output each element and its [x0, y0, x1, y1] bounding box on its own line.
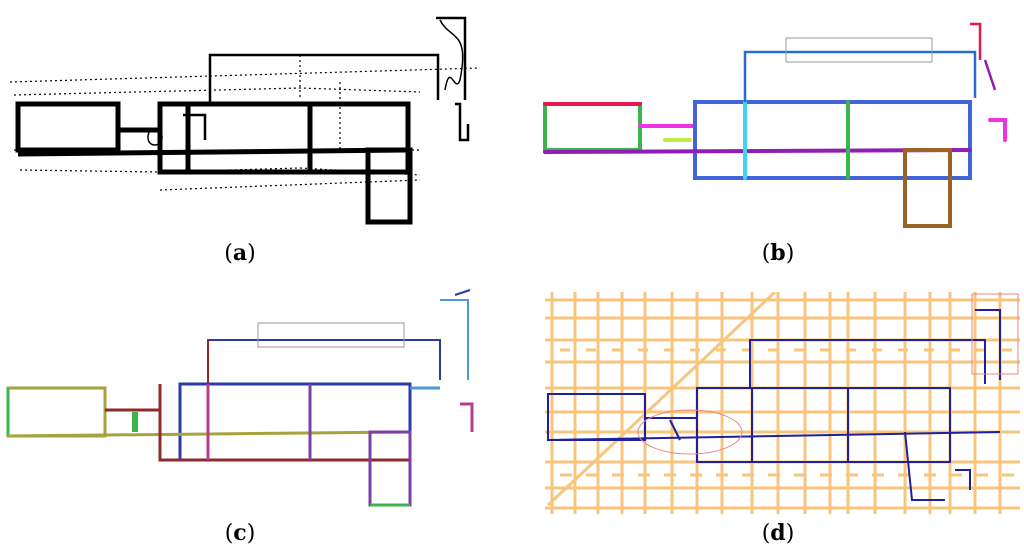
- panel-d-map: [545, 292, 1020, 514]
- panel-b-highlight-box: [785, 37, 933, 63]
- caption-b: (b): [761, 240, 795, 266]
- panel-d-highlight-ellipse: [637, 409, 743, 455]
- street-segment: [546, 292, 777, 507]
- panel-a-map: [9, 16, 481, 225]
- caption-d: (d): [761, 520, 795, 546]
- panel-d-highlight-box: [971, 293, 1019, 375]
- panel-c-map: [6, 382, 474, 507]
- caption-c: (c): [224, 520, 256, 546]
- caption-a: (a): [224, 240, 256, 266]
- panel-b-map: [543, 100, 1007, 228]
- panel-c-highlight-box: [257, 322, 405, 348]
